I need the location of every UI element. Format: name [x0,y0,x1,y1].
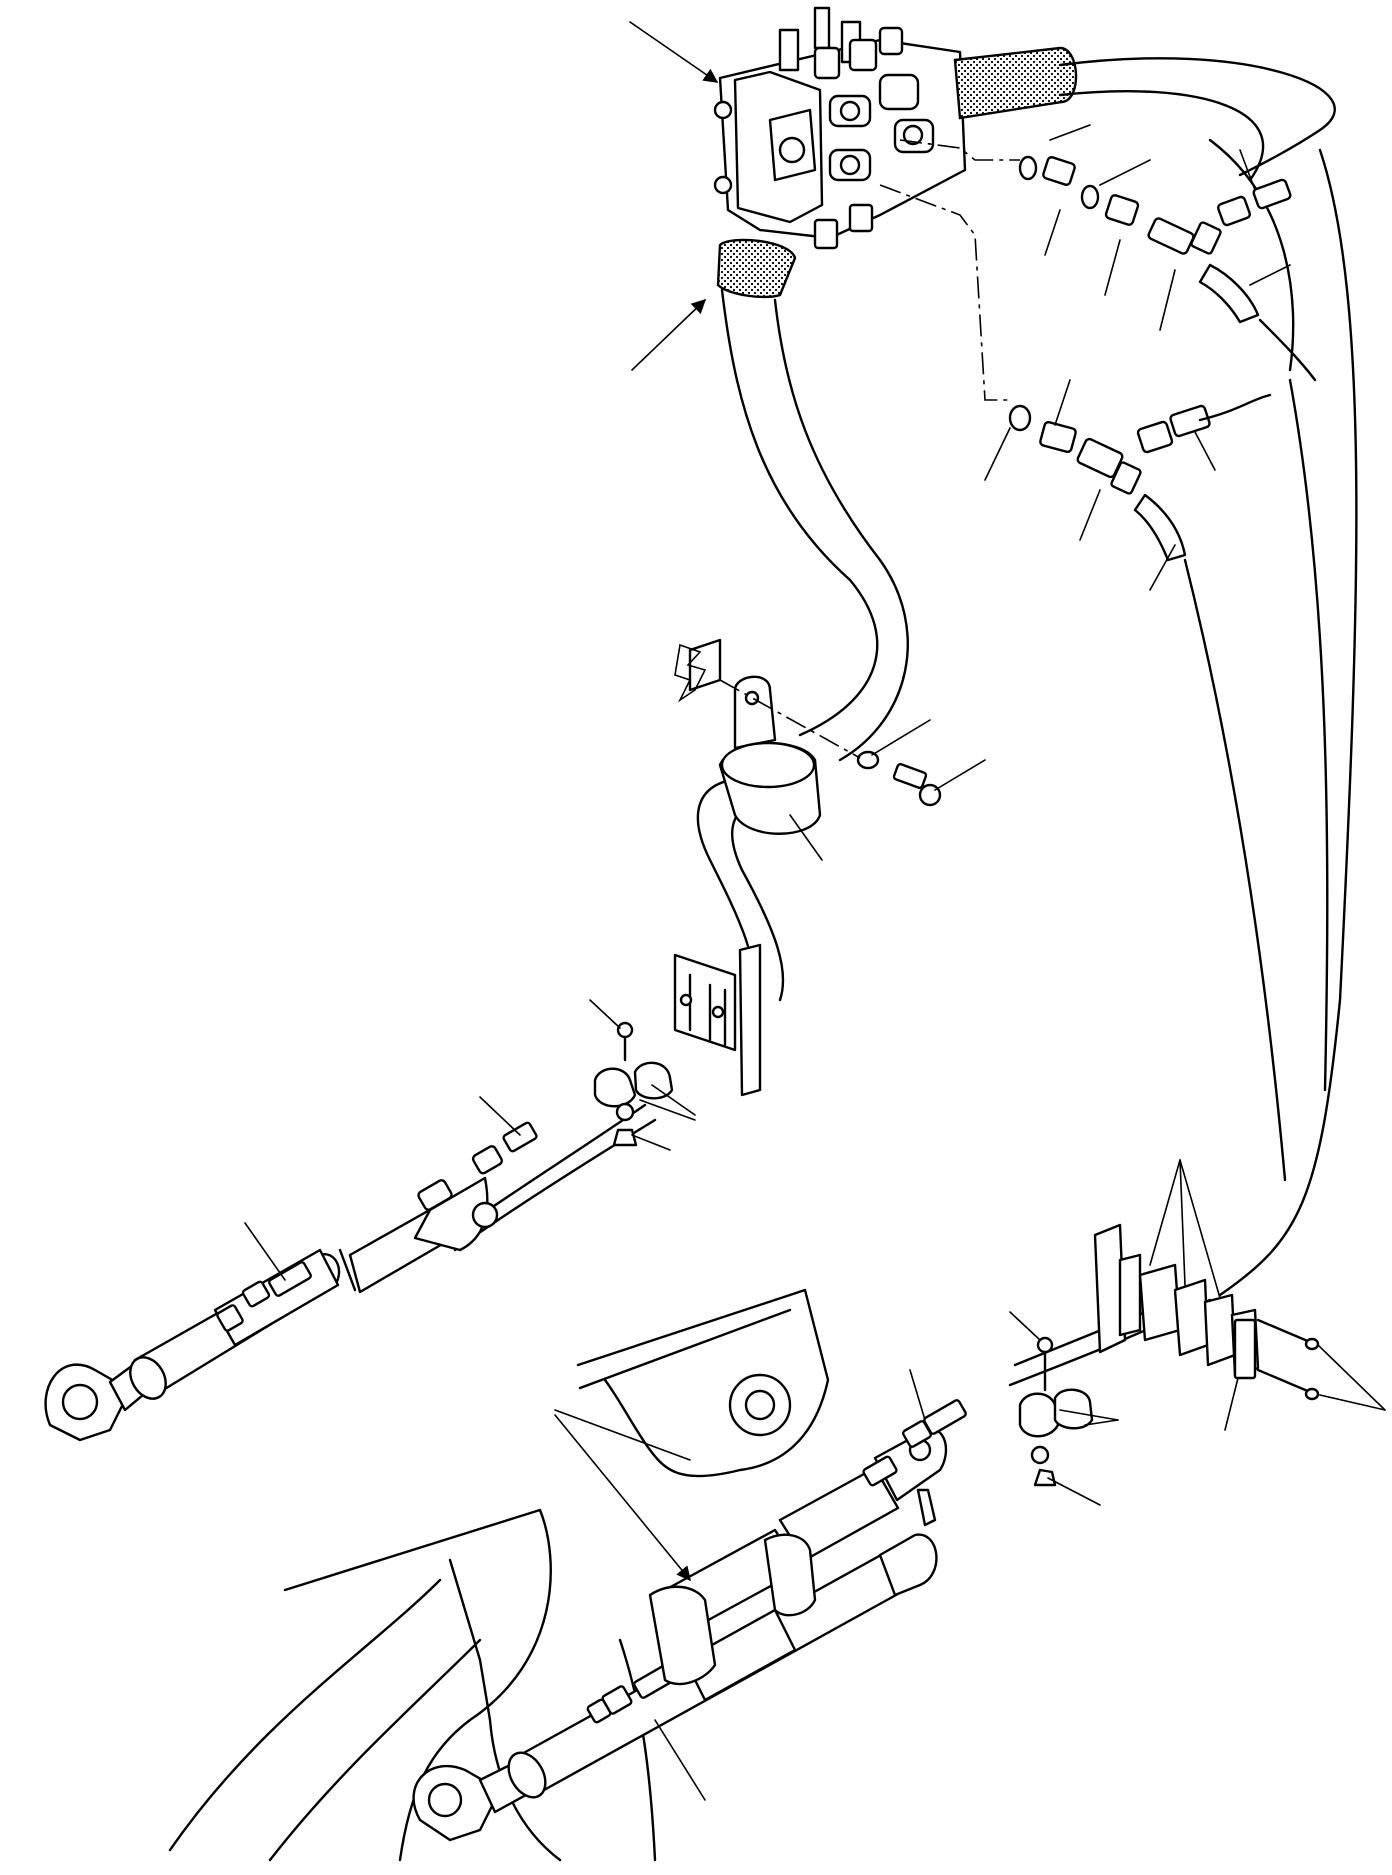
hose-bundle [443,57,1358,1387]
control-valve [713,6,967,250]
hose-sleeve-lower [716,238,797,299]
leader-frame-bolt [1009,1311,1041,1341]
arrow-valve-sleeve [631,299,707,371]
leader-right-fitting-2 [909,1369,926,1421]
leader-pivot [554,1409,691,1461]
leader-clip-stack-2 [1179,1159,1186,1286]
leader-bolt [934,759,986,791]
leader-frame-clip-b [1084,1419,1119,1426]
frame-clip-stack [1018,1223,1320,1487]
leader-right-fitting-1 [654,1719,706,1801]
arrow-valve-top [629,21,719,83]
leader-clip-stack-4 [1224,1377,1239,1431]
leader-clip-a [651,1084,696,1116]
arrow-right-cylinder [554,1414,691,1582]
hose-clamp-bracket [674,638,942,835]
leader-long-bolt-1 [1317,1344,1386,1411]
valve-port-fittings [879,139,1317,1182]
leader-frame-nut [1047,1477,1101,1506]
leader-left-fitting-1 [479,1096,521,1136]
leader-clamp [789,814,823,861]
leader-clip-stack-3 [1179,1159,1221,1299]
leader-left-fitting-2 [244,1222,286,1281]
leader-frame-clip-a [1059,1409,1119,1421]
leader-long-bolt-2 [1319,1394,1386,1411]
leader-clip-b [639,1099,696,1121]
hydraulic-cylinder-right [412,1399,967,1842]
hose-sleeve-upper [953,46,1078,120]
leader-clip-nut [631,1134,671,1151]
hydraulic-cylinder-left [44,1121,538,1442]
leader-washer [871,719,931,756]
leader-clip-bolt [589,999,621,1029]
leader-lines-fittings [984,124,1291,591]
hose-clip-plate [593,943,762,1147]
leader-clip-stack-1 [1149,1159,1181,1266]
